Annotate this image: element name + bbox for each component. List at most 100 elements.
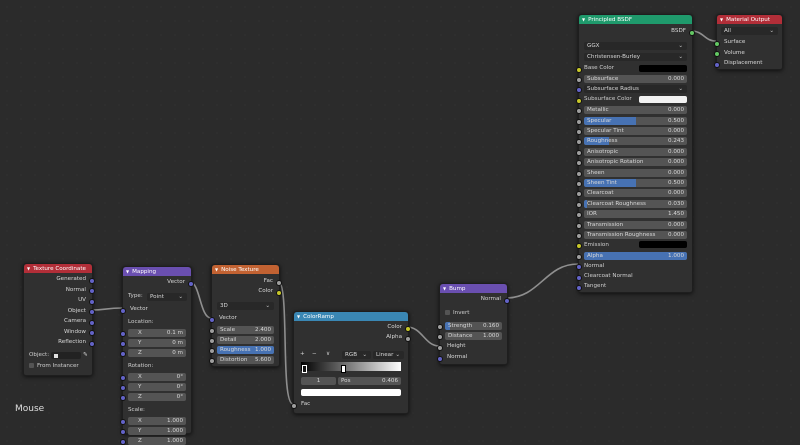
emission-input-socket[interactable] — [576, 243, 582, 250]
rotation-y-socket[interactable] — [120, 384, 126, 391]
scale-z-socket[interactable] — [120, 438, 126, 445]
bsdf-output-socket[interactable] — [689, 29, 695, 36]
emission-swatch[interactable] — [639, 241, 687, 249]
color-ramp-node[interactable]: ▼ColorRamp Color Alpha + − ∨ RGB⌄ Linear… — [291, 311, 411, 414]
remove-stop-button[interactable]: − — [312, 351, 317, 357]
normal-input-socket[interactable] — [437, 355, 443, 362]
alpha-output-socket[interactable] — [405, 335, 411, 342]
base-color-input-socket[interactable] — [576, 66, 582, 73]
sheen-input-socket[interactable] — [576, 170, 582, 177]
eyedropper-icon[interactable]: ✎ — [83, 352, 88, 358]
generated-output-socket[interactable] — [89, 277, 95, 284]
collapse-icon[interactable]: ▼ — [582, 17, 586, 22]
collapse-icon[interactable]: ▼ — [297, 314, 301, 319]
location-y-socket[interactable] — [120, 340, 126, 347]
ramp-menu-button[interactable]: ∨ — [326, 351, 331, 357]
scale-input-socket[interactable] — [209, 327, 215, 334]
clearcoat-input-socket[interactable] — [576, 191, 582, 198]
collapse-icon[interactable]: ▼ — [215, 267, 219, 272]
color-mode-dropdown[interactable]: RGB⌄ — [342, 350, 371, 359]
clearcoat-normal-input-socket[interactable] — [576, 274, 582, 281]
subsurface-color-input-socket[interactable] — [576, 97, 582, 104]
dimensions-dropdown[interactable]: 3D⌄ — [217, 301, 274, 310]
from-instancer-checkbox[interactable]: From Instancer — [24, 362, 92, 371]
anisotropic-input-socket[interactable] — [576, 149, 582, 156]
rotation-x-socket[interactable] — [120, 374, 126, 381]
subsurface-color-swatch[interactable] — [639, 95, 687, 103]
uv-output-socket[interactable] — [89, 298, 95, 305]
transmission-roughness-input-socket[interactable] — [576, 232, 582, 239]
collapse-icon[interactable]: ▼ — [126, 269, 130, 274]
fac-output-socket[interactable] — [276, 279, 282, 286]
scale-x-socket[interactable] — [120, 418, 126, 425]
subsurface-method-dropdown[interactable]: Christensen-Burley⌄ — [584, 52, 687, 61]
collapse-icon[interactable]: ▼ — [720, 17, 724, 22]
principled-bsdf-node[interactable]: ▼Principled BSDF BSDF GGX⌄ Christensen-B… — [576, 14, 695, 293]
volume-input-socket[interactable] — [714, 51, 720, 57]
normal-output-socket[interactable] — [89, 288, 95, 294]
detail-input-socket[interactable] — [209, 337, 215, 344]
subsurface-input-socket[interactable] — [576, 76, 582, 83]
vector-input-socket[interactable] — [209, 316, 215, 323]
noise-texture-node[interactable]: ▼Noise Texture Fac Color 3D⌄ Vector Scal… — [209, 264, 282, 367]
roughness-input-socket[interactable] — [576, 139, 582, 146]
specular-input-socket[interactable] — [576, 118, 582, 125]
node-header[interactable]: ▼Noise Texture — [212, 265, 279, 274]
rotation-z-socket[interactable] — [120, 394, 126, 401]
object-output-socket[interactable] — [89, 309, 95, 315]
location-z-socket[interactable] — [120, 350, 126, 357]
color-output-socket[interactable] — [405, 325, 411, 332]
normal-input-socket[interactable] — [576, 264, 582, 271]
node-header[interactable]: ▼Bump — [440, 284, 507, 293]
camera-output-socket[interactable] — [89, 319, 95, 326]
node-header[interactable]: ▼Material Output — [717, 15, 782, 24]
type-dropdown[interactable]: Point⌄ — [147, 292, 187, 301]
mapping-node[interactable]: ▼Mapping Vector Type: Point⌄ Vector Loca… — [120, 266, 194, 445]
scale-y-socket[interactable] — [120, 428, 126, 435]
subsurface-radius-dropdown[interactable]: Subsurface Radius⌄ — [584, 85, 687, 94]
normal-output-socket[interactable] — [504, 297, 510, 304]
reflection-output-socket[interactable] — [89, 340, 95, 347]
tangent-input-socket[interactable] — [576, 284, 582, 291]
ramp-stop-white[interactable] — [341, 365, 346, 373]
fac-input-socket[interactable] — [291, 402, 297, 409]
subsurface-radius-input-socket[interactable] — [576, 87, 582, 94]
vector-input-socket[interactable] — [120, 307, 126, 314]
surface-input-socket[interactable] — [714, 40, 720, 47]
object-picker[interactable] — [51, 352, 81, 359]
distribution-dropdown[interactable]: GGX⌄ — [584, 41, 687, 50]
node-header[interactable]: ▼Mapping — [123, 267, 191, 276]
distance-input-socket[interactable] — [437, 333, 443, 340]
interpolation-dropdown[interactable]: Linear⌄ — [373, 350, 404, 359]
node-header[interactable]: ▼ColorRamp — [294, 312, 408, 321]
invert-checkbox[interactable]: Invert — [440, 309, 507, 318]
displacement-input-socket[interactable] — [714, 61, 720, 68]
specular-tint-input-socket[interactable] — [576, 128, 582, 135]
node-header[interactable]: ▼Principled BSDF — [579, 15, 692, 24]
